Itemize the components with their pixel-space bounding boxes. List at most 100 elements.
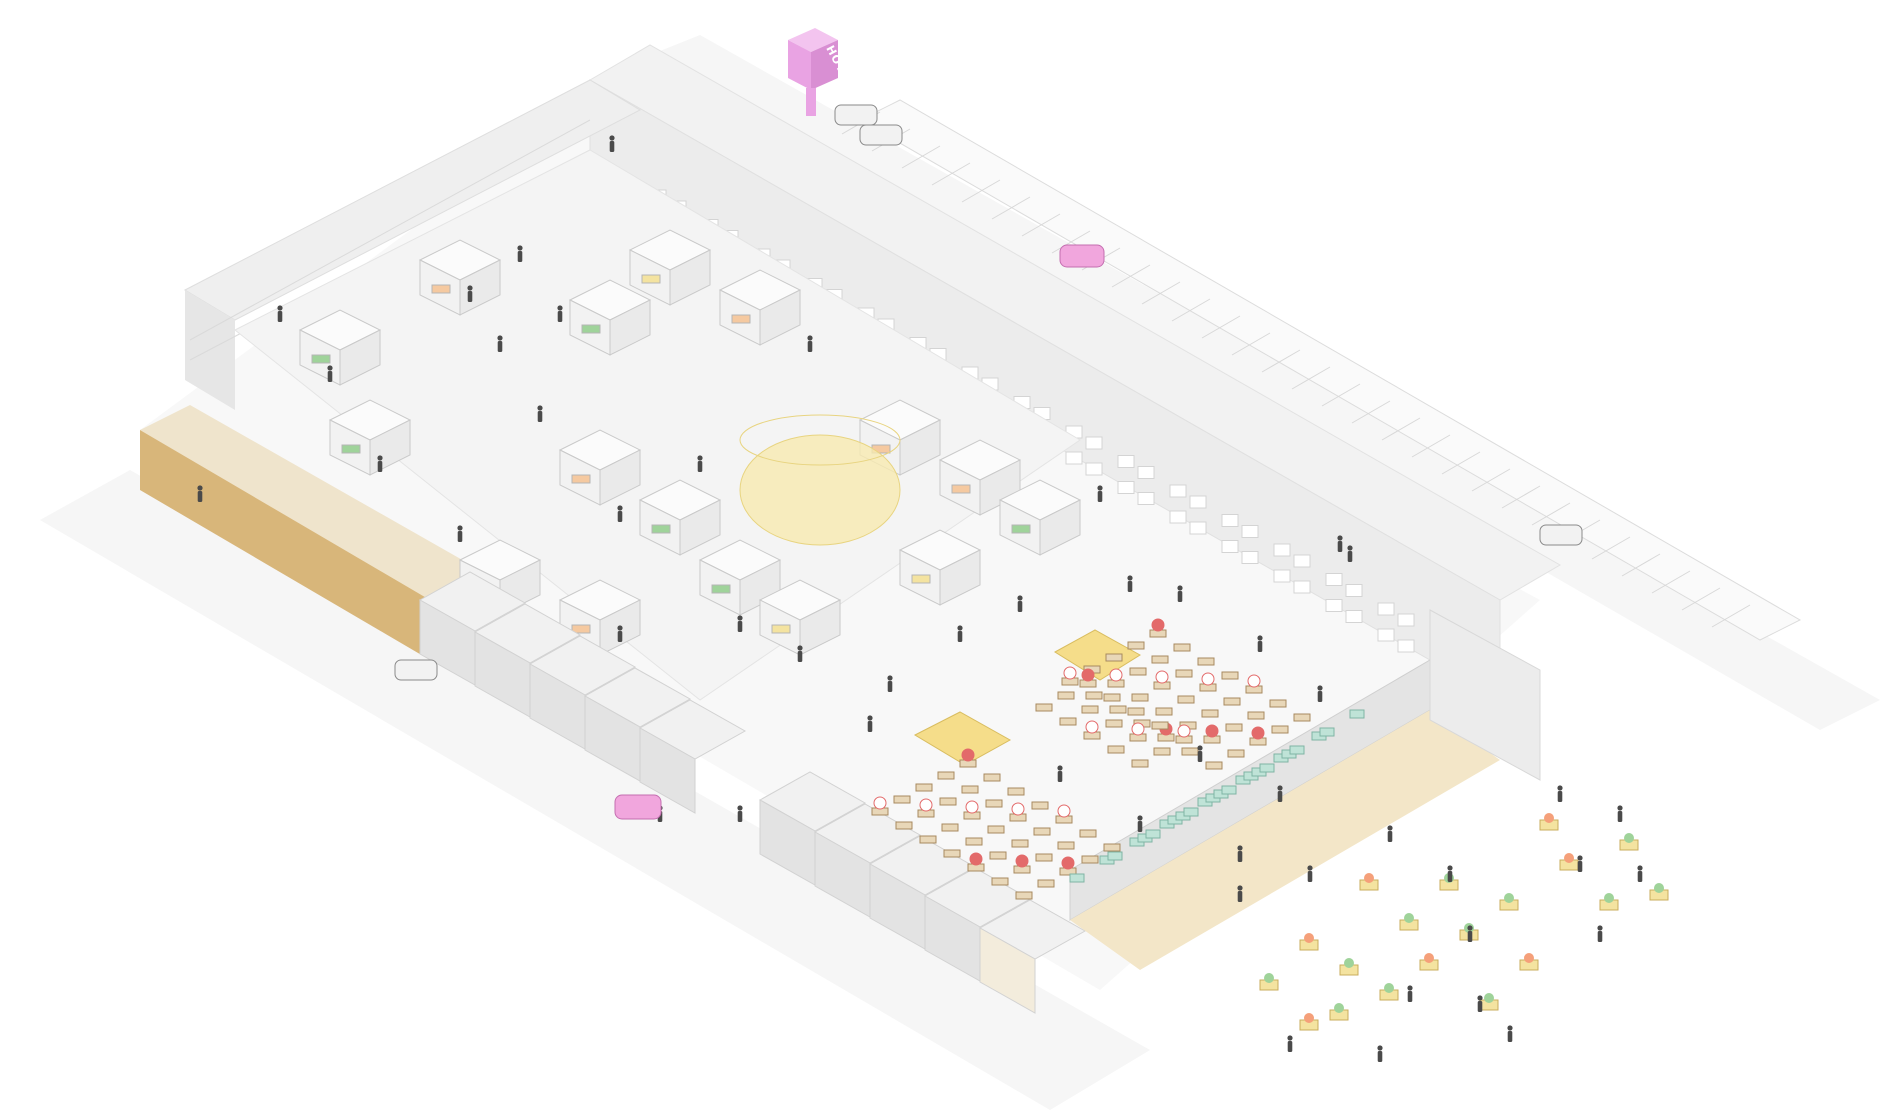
window — [1065, 451, 1083, 465]
person-head — [1467, 925, 1473, 931]
window — [1325, 599, 1343, 612]
pavilion-furniture — [951, 484, 971, 494]
market-stall — [1107, 745, 1125, 754]
window — [1273, 543, 1291, 557]
person-head — [737, 615, 743, 621]
window — [1241, 551, 1259, 564]
hotel-sign: HOTEL — [788, 28, 856, 116]
market-end-block — [1429, 609, 1541, 781]
market-stall — [961, 785, 979, 794]
sandboxes — [913, 629, 1141, 766]
market-stall — [1037, 879, 1055, 888]
person-body — [737, 621, 743, 632]
parking-line — [1531, 502, 1571, 526]
planter-plant — [1264, 973, 1274, 983]
person-body — [617, 631, 623, 642]
person-head — [497, 335, 503, 341]
person-head — [1127, 575, 1133, 581]
pavilion-wall — [799, 599, 841, 656]
parking-line — [1171, 298, 1211, 322]
market-stall — [1155, 707, 1173, 716]
market-stall — [1127, 641, 1145, 650]
window — [1189, 495, 1207, 509]
cars — [394, 104, 1583, 820]
market-stall — [1015, 891, 1033, 900]
market-stall — [987, 825, 1005, 834]
window — [1137, 492, 1155, 505]
person-body — [517, 251, 523, 262]
person-body — [197, 491, 203, 502]
planter-plant — [1564, 853, 1574, 863]
pavilion-furniture — [311, 354, 331, 364]
planter-plant — [1654, 883, 1664, 893]
market-stall — [1007, 787, 1025, 796]
market-stall — [1205, 761, 1223, 770]
planter-plant — [1424, 953, 1434, 963]
person-body — [1287, 1041, 1293, 1052]
market-stall — [941, 823, 959, 832]
hall-table — [1259, 763, 1275, 773]
person-head — [1597, 925, 1603, 931]
market-stall — [1201, 709, 1219, 718]
market-stall — [1085, 691, 1103, 700]
pavilion-furniture — [341, 444, 361, 454]
stall-umbrella — [1251, 726, 1265, 740]
parking-line — [1411, 434, 1451, 458]
person-body — [1057, 771, 1063, 782]
planter-plant — [1544, 813, 1554, 823]
person-body — [697, 461, 703, 472]
window — [1345, 584, 1363, 597]
pavilion-furniture — [651, 524, 671, 534]
pavilion-furniture — [911, 574, 931, 584]
parking-line — [901, 145, 941, 169]
parking-line — [1321, 383, 1361, 407]
person-head — [1237, 845, 1243, 851]
window — [1273, 569, 1291, 583]
parking-line — [1681, 587, 1721, 611]
pavilion-wall — [339, 329, 381, 386]
person-head — [1057, 765, 1063, 771]
market-stall — [1247, 711, 1265, 720]
car-grey-4 — [394, 659, 438, 681]
parking-line — [1351, 400, 1391, 424]
pavilion-furniture — [571, 624, 591, 634]
person-head — [197, 485, 203, 491]
person-body — [887, 681, 893, 692]
pavilion-furniture — [771, 624, 791, 634]
person-body — [807, 341, 813, 352]
person-body — [1447, 871, 1453, 882]
stall-umbrella — [1177, 724, 1191, 738]
person-head — [887, 675, 893, 681]
stall-umbrella — [1131, 722, 1145, 736]
person-body — [1407, 991, 1413, 1002]
sandbox-1 — [913, 711, 1012, 766]
person-body — [1377, 1051, 1383, 1062]
person-body — [277, 311, 283, 322]
window — [1293, 580, 1311, 594]
person-body — [1597, 931, 1603, 942]
hotel-sign-top — [788, 28, 838, 52]
person-head — [1237, 885, 1243, 891]
market-stall — [1011, 839, 1029, 848]
market-stall — [1197, 657, 1215, 666]
market-stall — [1103, 843, 1121, 852]
parking-line — [1381, 417, 1421, 441]
person-body — [1507, 1031, 1513, 1042]
pavilion-wall — [599, 449, 641, 506]
person-body — [1177, 591, 1183, 602]
market-stall — [1127, 707, 1145, 716]
parking-line — [1021, 213, 1061, 237]
hall-table — [1289, 745, 1305, 755]
planter-plant — [1344, 958, 1354, 968]
stall-umbrella — [1011, 802, 1025, 816]
pavilion-furniture — [571, 474, 591, 484]
garages — [418, 571, 1087, 1014]
pavilion-furniture — [711, 584, 731, 594]
person-body — [1577, 861, 1583, 872]
planter-plant — [1334, 1003, 1344, 1013]
person-head — [1347, 545, 1353, 551]
person-body — [617, 511, 623, 522]
long-building — [589, 44, 1561, 701]
market-stall — [943, 849, 961, 858]
market-stall — [1035, 703, 1053, 712]
